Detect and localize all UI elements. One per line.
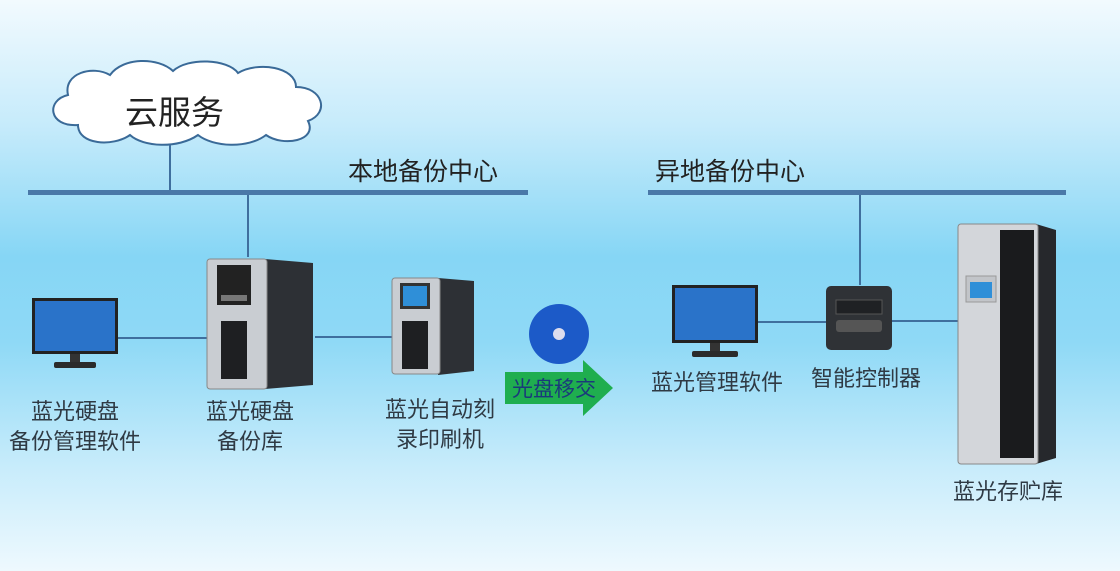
local-network-bus bbox=[28, 190, 528, 195]
connector bbox=[118, 337, 210, 339]
cloud-connector bbox=[169, 145, 171, 193]
device-label: 蓝光自动刻 录印刷机 bbox=[385, 396, 495, 456]
device-label: 蓝光硬盘 备份管理软件 bbox=[9, 398, 141, 458]
device-label: 蓝光存贮库 bbox=[952, 480, 1064, 505]
connector bbox=[758, 321, 826, 323]
transfer-arrow-icon bbox=[505, 360, 613, 416]
monitor-icon bbox=[32, 298, 118, 368]
device-label: 蓝光管理软件 bbox=[650, 371, 784, 396]
smart-controller-icon bbox=[826, 286, 892, 350]
remote-network-bus bbox=[648, 190, 1066, 195]
label-line: 蓝光硬盘 bbox=[205, 400, 295, 425]
disc-icon bbox=[529, 304, 589, 364]
cloud-icon bbox=[52, 59, 322, 146]
hard-disk-library-icon bbox=[206, 258, 313, 390]
cloud-label: 云服务 bbox=[125, 93, 224, 132]
label-line: 蓝光自动刻 bbox=[384, 398, 496, 423]
connector bbox=[859, 195, 861, 285]
device-label: 蓝光硬盘 备份库 bbox=[206, 398, 294, 458]
label-line: 蓝光硬盘 bbox=[30, 400, 120, 425]
device-label: 智能控制器 bbox=[810, 367, 922, 392]
disc-printer-icon bbox=[391, 277, 474, 375]
remote-center-title: 异地备份中心 bbox=[655, 157, 806, 186]
label-line: 录印刷机 bbox=[395, 428, 485, 453]
blu-ray-storage-library-icon bbox=[957, 223, 1056, 465]
connector bbox=[247, 195, 249, 257]
local-center-title: 本地备份中心 bbox=[348, 157, 499, 186]
connector bbox=[892, 320, 960, 322]
transfer-label: 光盘移交 bbox=[512, 377, 596, 401]
connector bbox=[315, 336, 393, 338]
label-line: 备份库 bbox=[216, 430, 284, 455]
label-line: 备份管理软件 bbox=[8, 430, 142, 455]
monitor-icon bbox=[672, 285, 758, 357]
